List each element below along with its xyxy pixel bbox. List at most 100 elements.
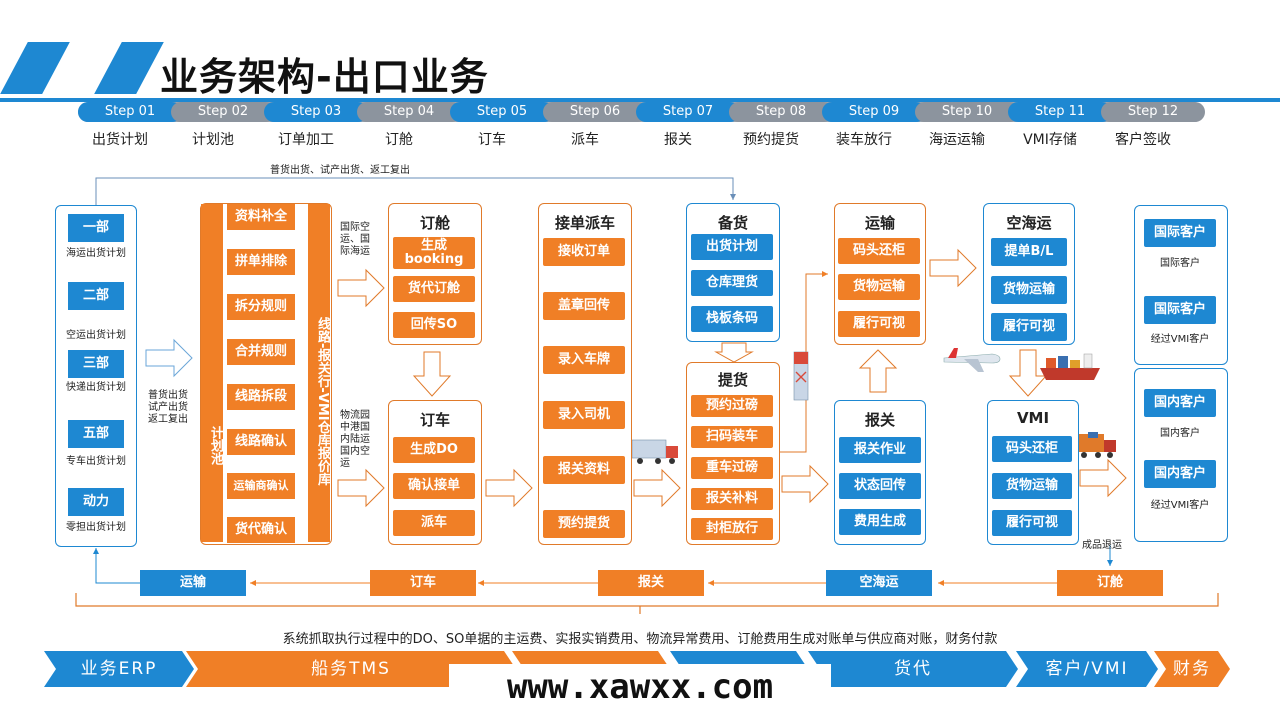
footer-note: 系统抓取执行过程中的DO、SO单据的主运费、实报实销费用、物流异常费用、订舱费用…	[282, 632, 998, 647]
step-12-label: 客户签收	[1115, 132, 1171, 148]
pickup-item-2[interactable]: 重车过磅	[691, 457, 773, 479]
ship-icon	[1040, 353, 1100, 380]
step-6-pill[interactable]: Step 06	[543, 102, 647, 122]
step-12-pill[interactable]: Step 12	[1101, 102, 1205, 122]
dept-arrow-note: 普货出货 试产出货 返工复出	[148, 390, 188, 425]
pickup-item-4[interactable]: 封柜放行	[691, 518, 773, 540]
step-4-pill[interactable]: Step 04	[357, 102, 461, 122]
dispatch-item-2[interactable]: 录入车牌	[543, 346, 625, 374]
vmi-item-2[interactable]: 履行可视	[992, 510, 1072, 536]
dept-4-desc: 零担出货计划	[66, 522, 126, 533]
dept-3-desc: 专车出货计划	[66, 456, 126, 467]
booking-item-1[interactable]: 货代订舱	[393, 276, 475, 302]
truck-order-item-1[interactable]: 确认接单	[393, 473, 475, 499]
dispatch-item-3[interactable]: 录入司机	[543, 401, 625, 429]
bottom-flow-0[interactable]: 运输	[140, 570, 246, 596]
step-8-pill[interactable]: Step 08	[729, 102, 833, 122]
bottom-flow-2[interactable]: 报关	[598, 570, 704, 596]
transport-item-2[interactable]: 履行可视	[838, 311, 920, 337]
step-8-label: 预约提货	[743, 132, 799, 148]
department-panel: 一部海运出货计划二部空运出货计划三部快递出货计划五部专车出货计划动力零担出货计划	[55, 205, 137, 547]
dispatch-item-4[interactable]: 报关资料	[543, 456, 625, 484]
truck-icon	[1078, 432, 1116, 458]
plan-pool-item-1[interactable]: 拼单排除	[227, 249, 295, 275]
stock-item-2[interactable]: 栈板条码	[691, 306, 773, 332]
customer-top-1-desc: 经过VMI客户	[1150, 334, 1210, 345]
pickup-item-3[interactable]: 报关补料	[691, 488, 773, 510]
transport-title: 运输	[864, 214, 895, 232]
watermark: www.xawxx.com	[449, 664, 831, 710]
plan-pool-item-7[interactable]: 货代确认	[227, 517, 295, 543]
booking-note: 国际空运、国际海运	[340, 222, 370, 257]
truck-icon	[793, 351, 809, 401]
transport-item-0[interactable]: 码头还柜	[838, 238, 920, 264]
pickup-item-1[interactable]: 扫码装车	[691, 426, 773, 448]
plan-pool-item-2[interactable]: 拆分规则	[227, 294, 295, 320]
step-3-pill[interactable]: Step 03	[264, 102, 368, 122]
step-10-label: 海运运输	[929, 132, 985, 148]
stock-item-1[interactable]: 仓库理货	[691, 270, 773, 296]
dept-1-desc: 空运出货计划	[66, 330, 126, 341]
step-2-label: 计划池	[192, 132, 234, 148]
step-9-label: 装车放行	[836, 132, 892, 148]
step-5-pill[interactable]: Step 05	[450, 102, 554, 122]
plan-pool-item-3[interactable]: 合并规则	[227, 339, 295, 365]
step-11-label: VMI存储	[1023, 132, 1077, 148]
dispatch-item-1[interactable]: 盖章回传	[543, 292, 625, 320]
step-9-pill[interactable]: Step 09	[822, 102, 926, 122]
dept-4-button[interactable]: 动力	[68, 488, 124, 516]
customer-bottom-1-desc: 经过VMI客户	[1150, 500, 1210, 511]
dept-2-button[interactable]: 三部	[68, 350, 124, 378]
dispatch-item-5[interactable]: 预约提货	[543, 510, 625, 538]
pickup-item-0[interactable]: 预约过磅	[691, 395, 773, 417]
air-sea-item-1[interactable]: 货物运输	[991, 276, 1067, 304]
truck-order-item-0[interactable]: 生成DO	[393, 437, 475, 463]
dept-2-desc: 快递出货计划	[66, 382, 126, 393]
booking-item-0[interactable]: 生成booking	[393, 237, 475, 269]
customs-item-0[interactable]: 报关作业	[839, 437, 921, 463]
top-note: 普货出货、试产出货、返工复出	[270, 165, 410, 176]
plan-pool-bar: 计划池	[201, 204, 223, 542]
step-6-label: 派车	[571, 132, 599, 148]
return-note: 成品退运	[1082, 540, 1122, 551]
step-11-pill[interactable]: Step 11	[1008, 102, 1112, 122]
booking-title: 订舱	[419, 214, 450, 232]
bottom-flow-3[interactable]: 空海运	[826, 570, 932, 596]
customs-item-2[interactable]: 费用生成	[839, 509, 921, 535]
dept-3-button[interactable]: 五部	[68, 420, 124, 448]
customs-item-1[interactable]: 状态回传	[839, 473, 921, 499]
customer-top-1-button[interactable]: 国际客户	[1144, 296, 1216, 324]
step-10-pill[interactable]: Step 10	[915, 102, 1019, 122]
step-7-label: 报关	[664, 132, 692, 148]
band-6: 财务	[1154, 651, 1230, 687]
transport-item-1[interactable]: 货物运输	[838, 274, 920, 300]
customer-bottom-1-button[interactable]: 国内客户	[1144, 460, 1216, 488]
plan-pool-item-6[interactable]: 运输商确认	[227, 473, 295, 499]
plan-pool-item-5[interactable]: 线路确认	[227, 429, 295, 455]
step-3-label: 订单加工	[278, 132, 334, 148]
page-title: 业务架构-出口业务	[160, 55, 489, 99]
truck-note: 物流园中港国内陆运国内空运	[340, 410, 370, 469]
vmi-item-0[interactable]: 码头还柜	[992, 436, 1072, 462]
step-2-pill[interactable]: Step 02	[171, 102, 275, 122]
vmi-item-1[interactable]: 货物运输	[992, 473, 1072, 499]
stock-item-0[interactable]: 出货计划	[691, 234, 773, 260]
dept-0-desc: 海运出货计划	[66, 248, 126, 259]
plan-pool-item-4[interactable]: 线路拆段	[227, 384, 295, 410]
step-1-pill[interactable]: Step 01	[78, 102, 182, 122]
band-5: 客户/VMI	[1016, 651, 1158, 687]
customer-bottom-0-button[interactable]: 国内客户	[1144, 389, 1216, 417]
dept-1-button[interactable]: 二部	[68, 282, 124, 310]
air-sea-item-0[interactable]: 提单B/L	[991, 238, 1067, 266]
dept-0-button[interactable]: 一部	[68, 214, 124, 242]
customer-top-0-button[interactable]: 国际客户	[1144, 219, 1216, 247]
bottom-flow-1[interactable]: 订车	[370, 570, 476, 596]
dispatch-item-0[interactable]: 接收订单	[543, 238, 625, 266]
plan-pool-item-0[interactable]: 资料补全	[227, 204, 295, 230]
air-sea-item-2[interactable]: 履行可视	[991, 313, 1067, 341]
bottom-flow-4[interactable]: 订舱	[1057, 570, 1163, 596]
truck-order-item-2[interactable]: 派车	[393, 510, 475, 536]
booking-item-2[interactable]: 回传SO	[393, 312, 475, 338]
step-7-pill[interactable]: Step 07	[636, 102, 740, 122]
